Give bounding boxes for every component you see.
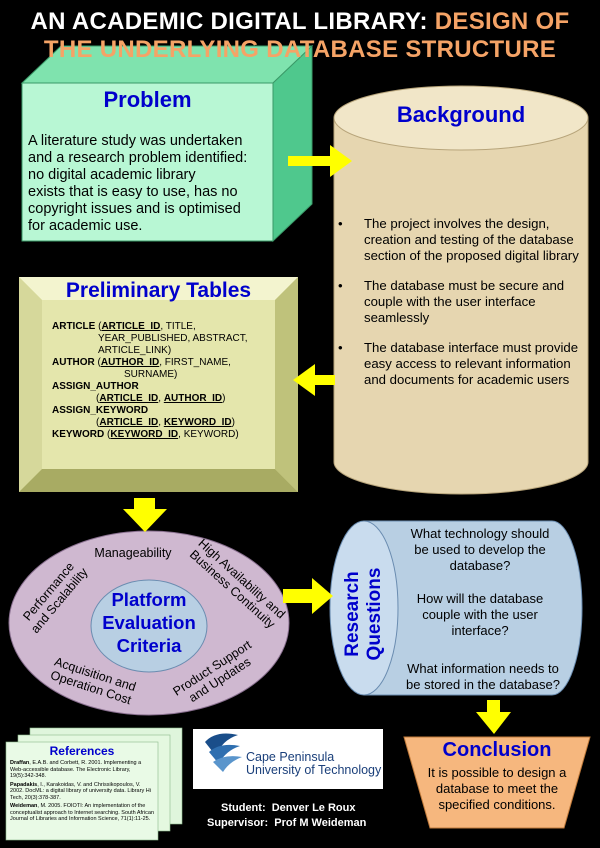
research-question-1: What technology should be used to develo…	[410, 526, 550, 573]
reference-page-front	[5, 741, 159, 841]
table-article-fields: ARTICLE_LINK)	[98, 345, 172, 356]
background-heading: Background	[396, 102, 526, 127]
bullet-icon: •	[338, 340, 343, 355]
poster-title: AN ACADEMIC DIGITAL LIBRARY: DESIGN OF T…	[0, 8, 600, 64]
background-item-text: The database interface must provide easy…	[364, 340, 579, 387]
preliminary-bevel	[19, 277, 298, 492]
platform-center-line: Evaluation	[102, 612, 196, 633]
problem-line: copyright issues and is optimised	[28, 201, 241, 217]
bevel-left	[19, 277, 42, 492]
problem-box-front	[21, 82, 274, 242]
primary-key: ARTICLE_ID	[99, 393, 159, 404]
background-list: • The project involves the design, creat…	[338, 216, 584, 402]
background-item-text: The database must be secure and couple w…	[364, 278, 565, 325]
title-line-2: THE UNDERLYING DATABASE STRUCTURE	[43, 36, 557, 63]
title-line-1-orange: DESIGN OF	[434, 8, 570, 35]
platform-ring	[8, 530, 290, 716]
platform-center: Platform Evaluation Criteria	[91, 588, 207, 657]
table-author-fields: SURNAME)	[124, 369, 178, 380]
title-line-1: AN ACADEMIC DIGITAL LIBRARY: DESIGN OF	[0, 8, 600, 36]
bevel-bottom	[19, 469, 298, 492]
logo-line: University of Technology	[246, 763, 382, 777]
preliminary-heading: Preliminary Tables	[65, 279, 252, 302]
bevel-face	[42, 300, 275, 469]
primary-key: ARTICLE_ID	[101, 321, 161, 332]
problem-line: exists that is easy to use, has no	[28, 184, 238, 200]
conclusion-text: It is possible to design a database to m…	[427, 765, 567, 812]
research-question-3: What information needs to be stored in t…	[406, 661, 560, 692]
logo-mark-icon	[205, 733, 242, 772]
criterion-manageability: Manageability	[94, 546, 172, 560]
platform-ring-inner	[90, 579, 208, 673]
conclusion-heading: Conclusion	[442, 739, 552, 761]
background-cylinder	[333, 85, 589, 495]
table-assign-author: ASSIGN_AUTHOR	[52, 381, 139, 392]
table-article-fields: YEAR_PUBLISHED, ABSTRACT,	[98, 333, 248, 344]
table-author: AUTHOR (AUTHOR_ID, FIRST_NAME,	[52, 357, 231, 368]
background-cylinder-body	[333, 117, 589, 495]
bullet-icon: •	[338, 216, 343, 231]
table-article: ARTICLE (ARTICLE_ID, TITLE,	[52, 321, 196, 332]
arrow-research-to-conclusion	[476, 700, 511, 734]
research-cylinder-end	[329, 520, 399, 696]
arrow-platform-to-research	[283, 578, 333, 614]
conclusion-shape	[403, 736, 591, 829]
arrow-background-to-tables	[293, 364, 335, 396]
primary-key: AUTHOR_ID	[163, 393, 223, 404]
table-assign-author-fields: (ARTICLE_ID, AUTHOR_ID)	[96, 393, 226, 404]
table-assign-keyword: ASSIGN_KEYWORD	[52, 405, 149, 416]
tables-list: ARTICLE (ARTICLE_ID, TITLE, YEAR_PUBLISH…	[52, 321, 277, 441]
university-logo: Cape Peninsula University of Technology	[246, 751, 382, 777]
references-list: Draffan, E.A.B. and Corbett, R. 2001. Im…	[10, 760, 154, 823]
problem-heading: Problem	[103, 87, 192, 112]
research-cylinder-body	[363, 520, 583, 696]
bevel-top	[19, 277, 298, 300]
platform-center-line: Platform	[111, 589, 187, 610]
problem-line: A literature study was undertaken	[28, 133, 243, 149]
background-item: • The project involves the design, creat…	[338, 216, 584, 264]
table-assign-keyword-fields: (ARTICLE_ID, KEYWORD_ID)	[96, 417, 235, 428]
background-item: • The database must be secure and couple…	[338, 278, 584, 326]
problem-line: no digital academic library	[28, 167, 196, 183]
primary-key: KEYWORD_ID	[110, 429, 179, 440]
arrow-tables-to-platform	[123, 498, 167, 532]
research-heading: Research Questions	[342, 567, 385, 661]
problem-line: for academic use.	[28, 218, 143, 234]
title-line-1-white: AN ACADEMIC DIGITAL LIBRARY:	[30, 8, 428, 35]
bullet-icon: •	[338, 278, 343, 293]
problem-box	[20, 44, 314, 243]
reference-item: Draffan, E.A.B. and Corbett, R. 2001. Im…	[10, 760, 142, 779]
primary-key: KEYWORD_ID	[163, 417, 232, 428]
references-heading: References	[49, 744, 115, 758]
background-item: • The database interface must provide ea…	[338, 340, 584, 388]
table-keyword: KEYWORD (KEYWORD_ID, KEYWORD)	[52, 429, 239, 440]
reference-pages	[5, 727, 183, 841]
research-question-2: How will the database couple with the us…	[416, 591, 544, 638]
bevel-right	[275, 277, 298, 492]
reference-item: Weideman, M. 2005. FOIOTI: An implementa…	[10, 803, 155, 822]
background-item-text: The project involves the design, creatio…	[364, 216, 579, 263]
primary-key: ARTICLE_ID	[99, 417, 159, 428]
logo-line: Cape Peninsula	[246, 750, 335, 764]
research-cylinder	[329, 520, 583, 696]
primary-key: AUTHOR_ID	[100, 357, 160, 368]
supervisor-line: Supervisor: Prof M Weideman	[207, 817, 367, 829]
flow-arrows	[123, 145, 511, 734]
arrow-problem-to-background	[288, 145, 352, 177]
credits: Student: Denver Le Roux Supervisor: Prof…	[207, 801, 407, 831]
problem-text: A literature study was undertaken and a …	[28, 133, 278, 235]
student-line: Student: Denver Le Roux	[221, 802, 356, 814]
problem-line: and a research problem identified:	[28, 150, 248, 166]
reference-item: Papadakis, I., Karakoidas, V. and Chriss…	[10, 781, 151, 801]
platform-center-line: Criteria	[116, 635, 182, 656]
background-cylinder-top	[333, 85, 589, 151]
